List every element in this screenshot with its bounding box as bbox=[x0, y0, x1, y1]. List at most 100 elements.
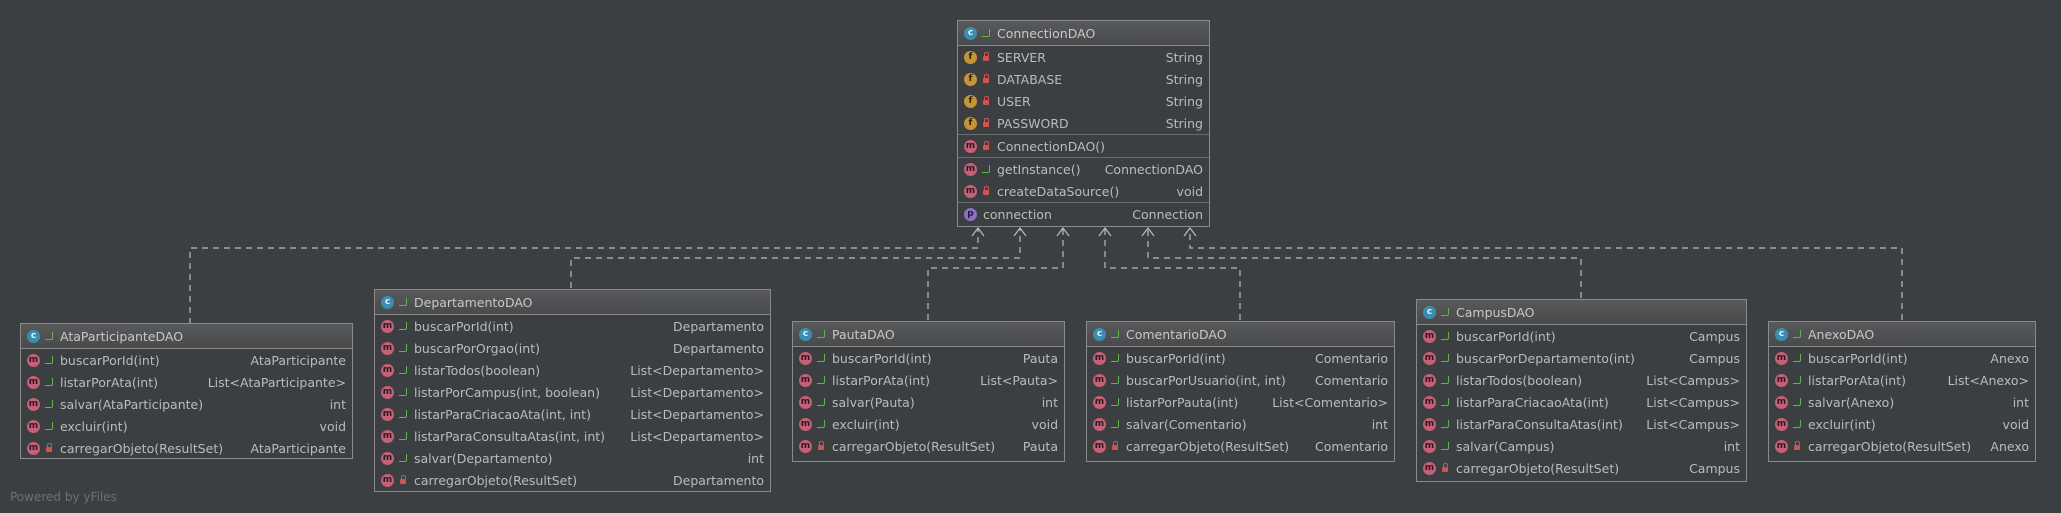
method-icon: m bbox=[1093, 417, 1106, 431]
method-name: getInstance() bbox=[997, 161, 1081, 177]
public-visibility-icon bbox=[44, 399, 54, 410]
public-visibility-icon bbox=[816, 375, 826, 386]
method-icon: m bbox=[381, 429, 394, 443]
private-visibility-icon bbox=[981, 117, 991, 129]
public-visibility-icon bbox=[44, 421, 54, 432]
method-icon: m bbox=[799, 395, 812, 409]
class-name: PautaDAO bbox=[832, 326, 895, 342]
edge-ata bbox=[189, 228, 979, 324]
method-name: createDataSource() bbox=[997, 183, 1120, 199]
class-name: ComentarioDAO bbox=[1126, 326, 1227, 342]
class-icon: c bbox=[27, 329, 40, 343]
method-name: buscarPorId(int) bbox=[832, 350, 932, 366]
method-return-type: List<Anexo> bbox=[1947, 372, 2029, 388]
method-name: listarPorAta(int) bbox=[60, 374, 158, 390]
class-icon: c bbox=[381, 295, 394, 309]
method-name: salvar(Departamento) bbox=[414, 450, 553, 466]
method-return-type: AtaParticipante bbox=[250, 352, 347, 368]
class-name: AtaParticipanteDAO bbox=[60, 328, 184, 344]
method-return-type: int bbox=[2012, 394, 2029, 410]
method-return-type: void bbox=[319, 418, 346, 434]
method-icon: m bbox=[1775, 417, 1788, 431]
method-return-type: Comentario bbox=[1315, 372, 1388, 388]
method-name: buscarPorId(int) bbox=[414, 318, 514, 334]
method-return-type: List<Departamento> bbox=[630, 362, 764, 378]
method-name: salvar(AtaParticipante) bbox=[60, 396, 204, 412]
method-name: listarTodos(boolean) bbox=[414, 362, 541, 378]
method-return-type: Campus bbox=[1689, 460, 1740, 476]
public-visibility-icon bbox=[398, 431, 408, 442]
method-icon: m bbox=[1775, 439, 1788, 453]
class-header: c PautaDAO bbox=[793, 322, 1064, 347]
method-name: excluir(int) bbox=[60, 418, 128, 434]
edge-comentario bbox=[1104, 228, 1241, 320]
class-icon: c bbox=[1423, 305, 1436, 319]
public-visibility-icon bbox=[1440, 419, 1450, 430]
field-type: String bbox=[1165, 93, 1203, 109]
method-icon: m bbox=[1093, 439, 1106, 453]
arrowhead-comentario bbox=[1098, 227, 1112, 237]
method-return-type: Departamento bbox=[673, 472, 764, 488]
public-visibility-icon bbox=[981, 164, 991, 175]
method-return-type: Comentario bbox=[1315, 438, 1388, 454]
method-return-type: Pauta bbox=[1022, 350, 1058, 366]
private-visibility-icon bbox=[981, 185, 991, 197]
method-return-type: Campus bbox=[1689, 328, 1740, 344]
method-name: buscarPorOrgao(int) bbox=[414, 340, 540, 356]
method-return-type: Anexo bbox=[1990, 350, 2029, 366]
